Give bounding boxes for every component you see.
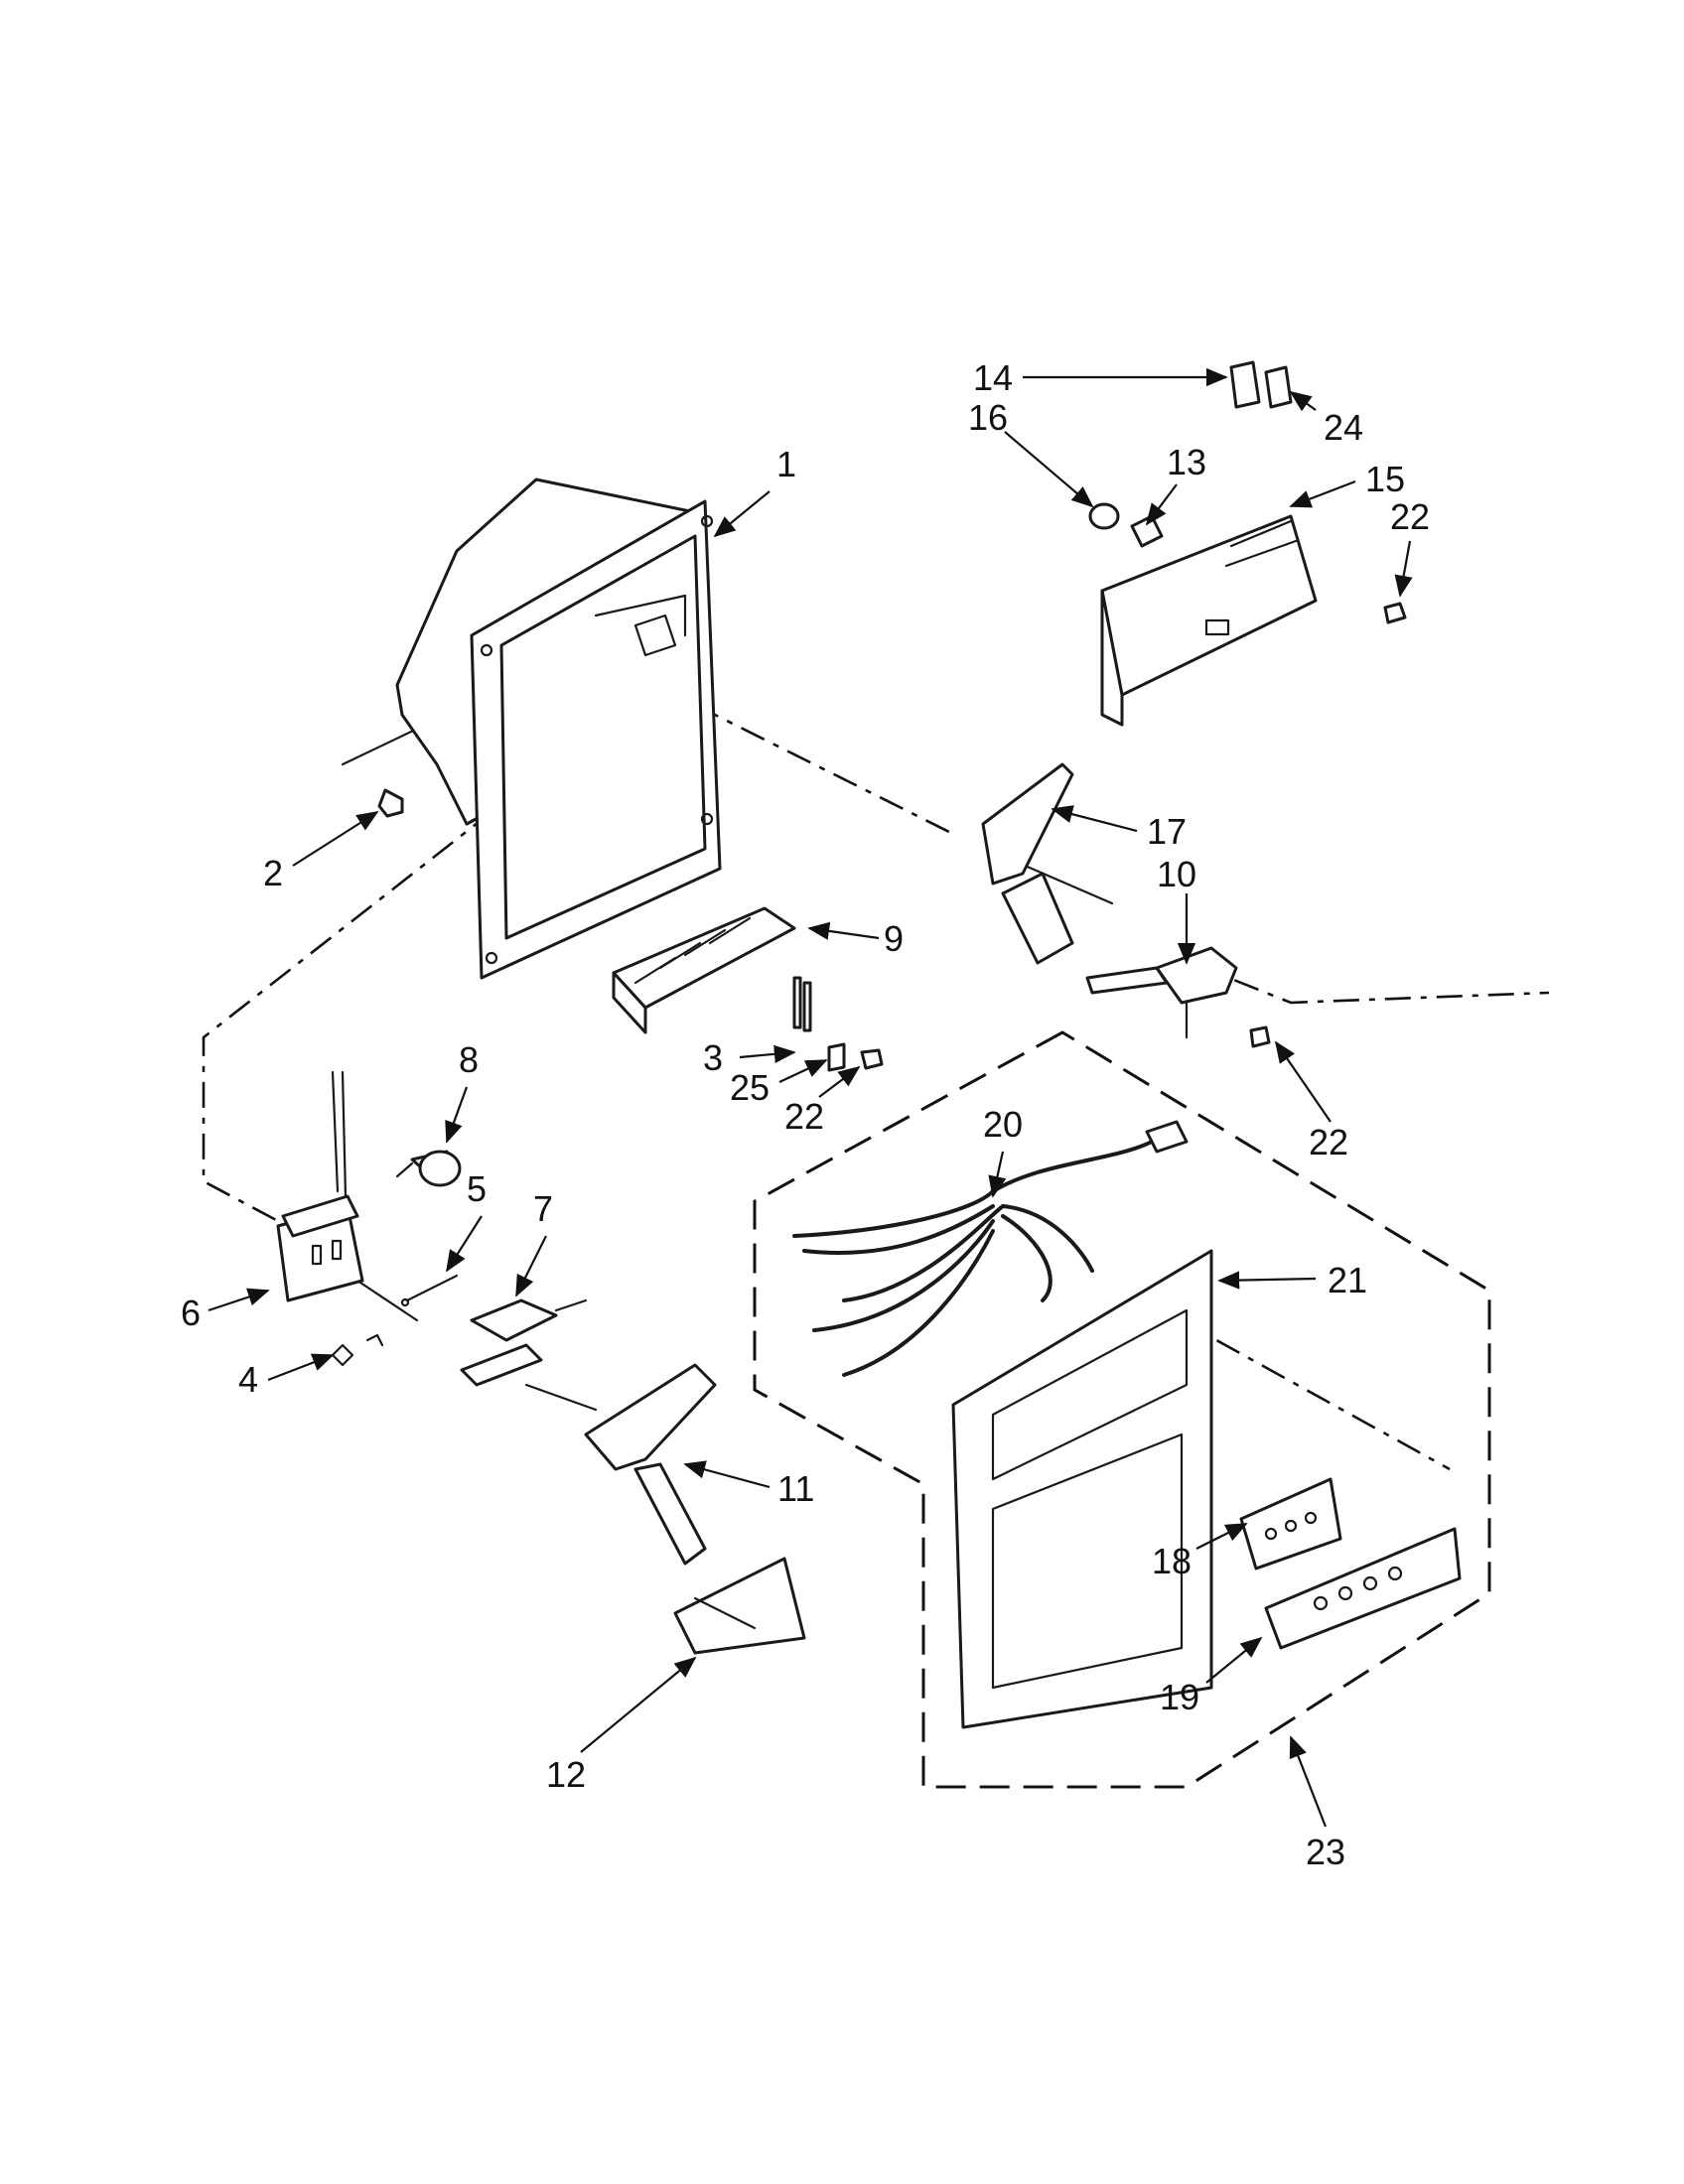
callout-13: 13: [1167, 442, 1206, 482]
part-22-screw-right: [1249, 1025, 1271, 1048]
callout-8: 8: [459, 1039, 479, 1080]
callout-2: 2: [263, 853, 283, 893]
part-14-switch: [1229, 360, 1261, 409]
callout-19: 19: [1160, 1677, 1199, 1717]
callout-14: 14: [973, 357, 1013, 398]
part-15-bracket: [1100, 514, 1318, 727]
part-11-actuator-arm: [584, 1363, 717, 1566]
callout-24: 24: [1324, 407, 1363, 448]
part-10-paddle: [1085, 946, 1238, 1039]
callout-7: 7: [533, 1188, 553, 1229]
part-13-socket: [1130, 514, 1164, 548]
part-8-motor: [395, 1150, 462, 1187]
callout-22-center: 22: [784, 1096, 824, 1137]
part-25-pad: [827, 1042, 846, 1072]
callout-arrows: [208, 367, 1413, 1828]
part-17-lever: [981, 762, 1074, 965]
part-6-control-module: [276, 1070, 364, 1302]
callout-labels: 1 2 3 4 5 6 7 8 9 10 11 12 13 14 15 16 1…: [181, 357, 1430, 1872]
callout-5: 5: [467, 1168, 487, 1209]
part-22-screw-top-right: [1383, 602, 1407, 624]
callout-25: 25: [730, 1067, 770, 1108]
part-1-dispenser-housing: [395, 478, 722, 980]
callout-9: 9: [884, 918, 904, 959]
callout-4: 4: [238, 1359, 258, 1400]
part-19-control-overlay: [1264, 1527, 1462, 1650]
callout-11: 11: [777, 1468, 814, 1509]
part-3-clip: [792, 976, 812, 1032]
callout-15: 15: [1365, 459, 1405, 499]
part-21-door-panel: [951, 1249, 1213, 1729]
callout-18: 18: [1152, 1541, 1192, 1581]
part-2-screw: [377, 788, 404, 818]
callout-21: 21: [1328, 1260, 1367, 1300]
part-22-screw-center: [860, 1048, 884, 1070]
callout-22-top-right: 22: [1390, 496, 1430, 537]
callout-10: 10: [1157, 854, 1196, 894]
callout-3: 3: [703, 1037, 723, 1078]
part-16-bulb: [1088, 502, 1120, 530]
part-24-insulator: [1264, 365, 1293, 409]
part-18-control-board: [1239, 1477, 1342, 1570]
part-4-spring: [331, 1333, 384, 1367]
part-7-solenoid: [460, 1298, 588, 1387]
callout-17: 17: [1147, 811, 1187, 852]
callout-23: 23: [1306, 1832, 1345, 1872]
callout-1: 1: [776, 444, 796, 484]
part-5-rod: [400, 1274, 459, 1307]
part-9-ice-chute-insert: [612, 906, 796, 1034]
callout-22-right: 22: [1309, 1122, 1348, 1162]
callout-6: 6: [181, 1293, 201, 1333]
part-12-drip-tray: [673, 1557, 806, 1655]
callout-12: 12: [546, 1754, 586, 1795]
assembly-lines: [202, 703, 1550, 1789]
callout-20: 20: [983, 1104, 1023, 1145]
callout-16: 16: [968, 397, 1008, 438]
